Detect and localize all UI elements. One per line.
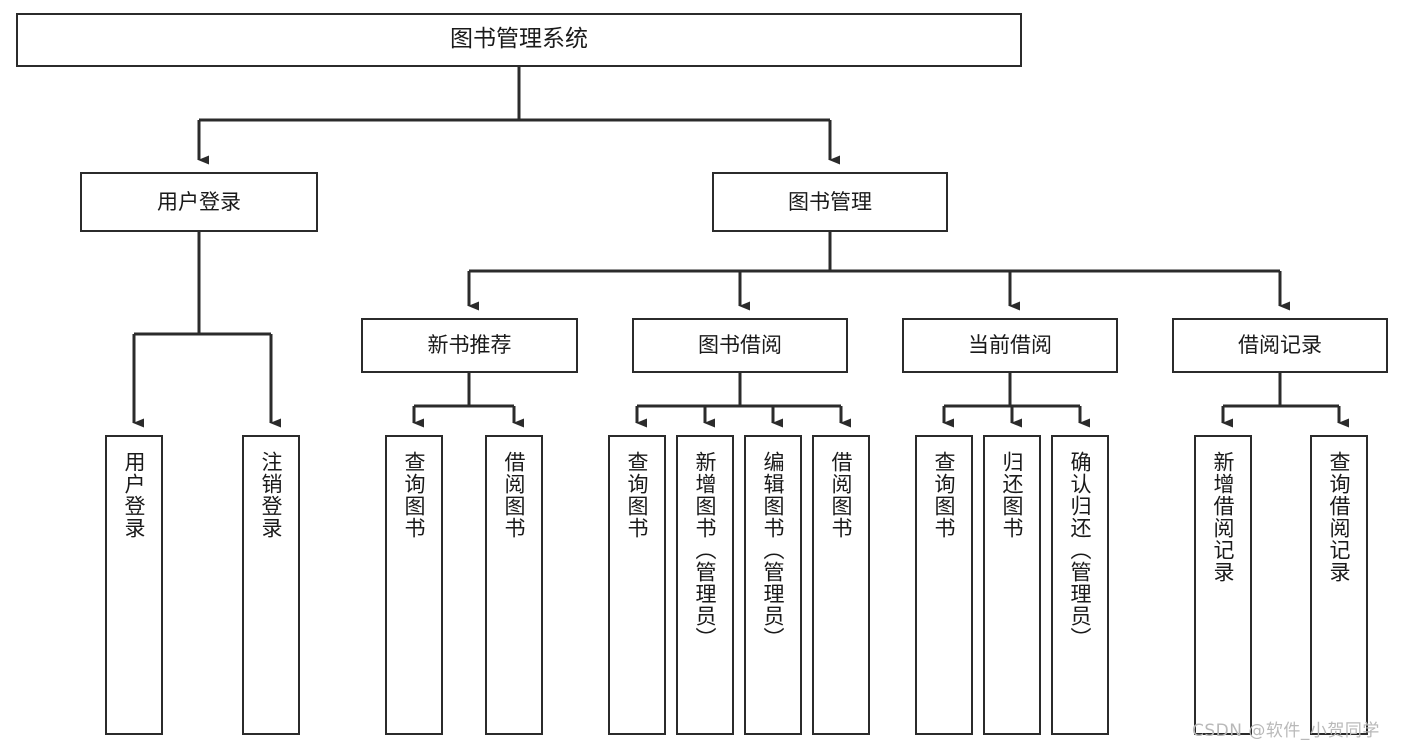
node-leaf-query-book-3[interactable]: 查询图书 [915,435,973,735]
node-label: 当前借阅 [968,333,1052,358]
node-book-management-system[interactable]: 图书管理系统 [16,13,1022,67]
node-leaf-add-borrow-record[interactable]: 新增借阅记录 [1194,435,1252,735]
node-label: 借阅图书 [502,451,527,539]
node-leaf-confirm-return[interactable]: 确认归还（管理员） [1051,435,1109,735]
node-label: 注销登录 [259,451,284,539]
node-label: 借阅图书 [829,451,854,539]
node-label: 图书管理系统 [450,26,588,53]
node-leaf-query-book-1[interactable]: 查询图书 [385,435,443,735]
node-label: 用户登录 [122,451,147,539]
node-label: 图书管理 [788,189,872,214]
node-book-borrow[interactable]: 图书借阅 [632,318,848,373]
node-new-book-recommend[interactable]: 新书推荐 [361,318,578,373]
node-current-borrow[interactable]: 当前借阅 [902,318,1118,373]
node-book-management[interactable]: 图书管理 [712,172,948,232]
node-leaf-add-book[interactable]: 新增图书（管理员） [676,435,734,735]
node-leaf-user-login[interactable]: 用户登录 [105,435,163,735]
node-label: 查询图书 [402,451,427,539]
node-label: 新增图书（管理员） [693,451,718,649]
node-label: 确认归还（管理员） [1068,451,1093,649]
node-user-login[interactable]: 用户登录 [80,172,318,232]
node-label: 新增借阅记录 [1211,451,1236,583]
node-label: 用户登录 [157,189,241,214]
node-label: 图书借阅 [698,333,782,358]
node-leaf-logout-login[interactable]: 注销登录 [242,435,300,735]
node-leaf-borrow-book-1[interactable]: 借阅图书 [485,435,543,735]
node-label: 编辑图书（管理员） [761,451,786,649]
node-borrow-record[interactable]: 借阅记录 [1172,318,1388,373]
node-label: 归还图书 [1000,451,1025,539]
csdn-watermark: CSDN @软件_小贺同学 [1192,721,1380,741]
node-leaf-return-book[interactable]: 归还图书 [983,435,1041,735]
node-label: 查询图书 [625,451,650,539]
node-label: 查询借阅记录 [1327,451,1352,583]
node-label: 借阅记录 [1238,333,1322,358]
node-label: 新书推荐 [427,333,512,358]
node-leaf-borrow-book-2[interactable]: 借阅图书 [812,435,870,735]
node-leaf-query-borrow-record[interactable]: 查询借阅记录 [1310,435,1368,735]
node-leaf-query-book-2[interactable]: 查询图书 [608,435,666,735]
node-label: 查询图书 [932,451,957,539]
node-leaf-edit-book[interactable]: 编辑图书（管理员） [744,435,802,735]
